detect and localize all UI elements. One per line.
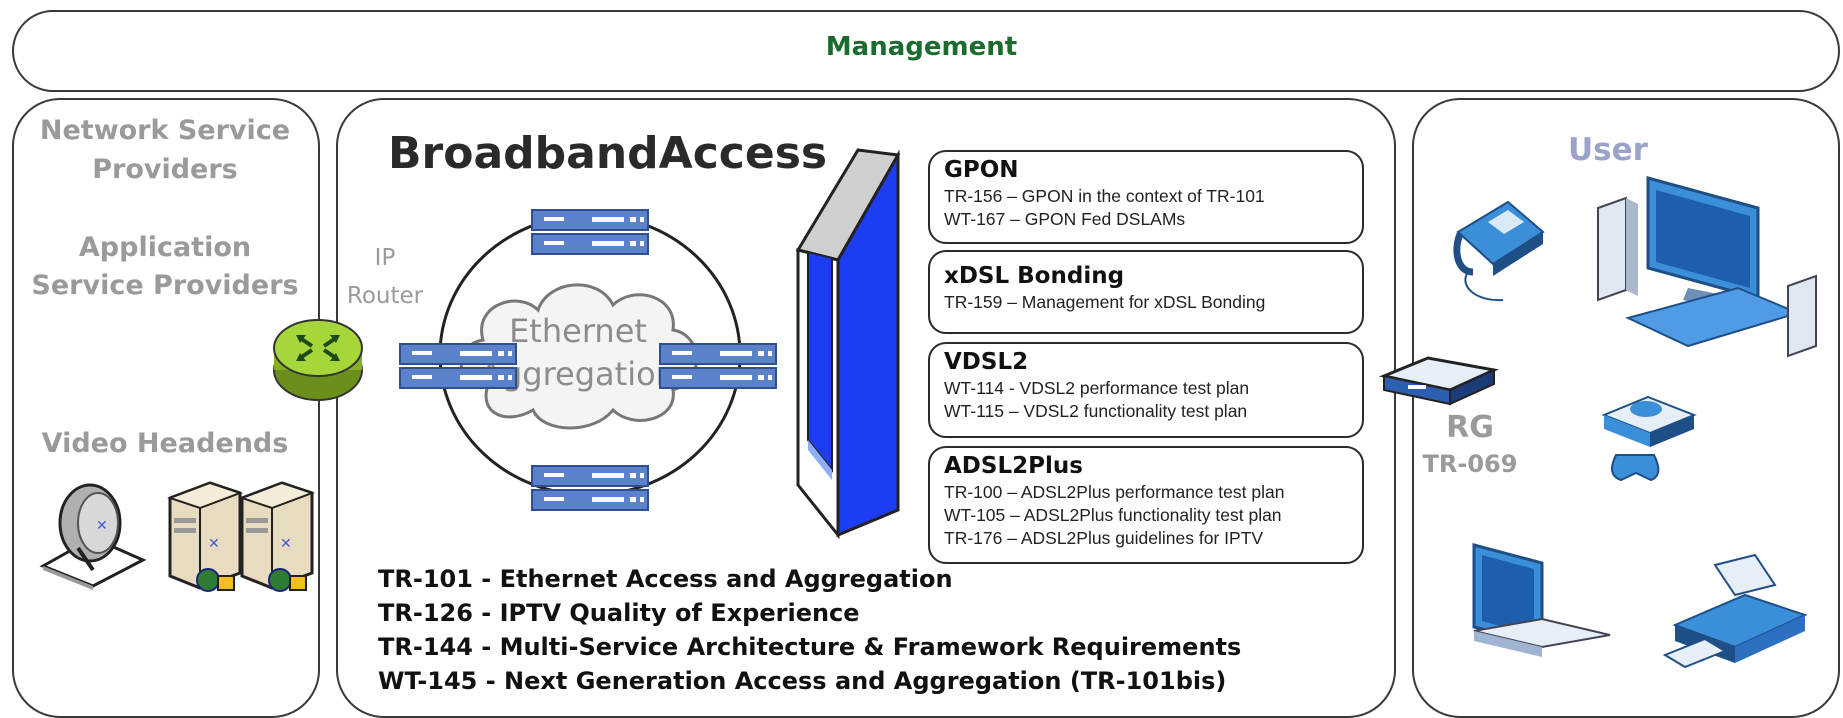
asp-label-line1: Application bbox=[78, 232, 252, 263]
gpon-heading: GPON bbox=[944, 157, 1019, 183]
gpon-line: TR-156 – GPON in the context of TR-101 bbox=[944, 186, 1265, 206]
vdsl2-heading: VDSL2 bbox=[944, 349, 1029, 375]
adsl2plus-box: ADSL2Plus TR-100 – ADSL2Plus performance… bbox=[928, 446, 1364, 564]
adsl2plus-line: TR-176 – ADSL2Plus guidelines for IPTV bbox=[944, 528, 1264, 548]
adsl2plus-line: WT-105 – ADSL2Plus functionality test pl… bbox=[944, 505, 1282, 525]
svg-text:✕: ✕ bbox=[96, 518, 108, 534]
management-bar bbox=[12, 10, 1840, 92]
printer-icon bbox=[1662, 553, 1808, 669]
switch-icon bbox=[531, 465, 649, 511]
game-console-icon bbox=[1601, 395, 1697, 482]
broadband-access-title: BroadbandAccess bbox=[388, 128, 828, 179]
spec-item: TR-101 - Ethernet Access and Aggregation bbox=[378, 565, 953, 593]
rg-standard-label: TR-069 bbox=[1422, 450, 1518, 478]
server-icon: ✕ bbox=[167, 481, 243, 592]
switch-icon bbox=[399, 343, 517, 389]
switch-icon bbox=[531, 209, 649, 255]
svg-text:✕: ✕ bbox=[208, 536, 220, 552]
xdsl-bonding-box: xDSL Bonding TR-159 – Management for xDS… bbox=[928, 250, 1364, 334]
spec-item: WT-145 - Next Generation Access and Aggr… bbox=[378, 667, 1227, 695]
cloud-icon bbox=[459, 283, 699, 430]
phone-icon bbox=[1453, 200, 1545, 302]
vdsl2-line: WT-115 – VDSL2 functionality test plan bbox=[944, 401, 1248, 421]
video-headends-label: Video Headends bbox=[41, 428, 289, 459]
dslam-icon bbox=[795, 148, 901, 540]
adsl2plus-heading: ADSL2Plus bbox=[944, 453, 1083, 479]
svg-text:✕: ✕ bbox=[280, 536, 292, 552]
satellite-dish-icon: ✕ bbox=[39, 483, 147, 590]
gpon-line: WT-167 – GPON Fed DSLAMs bbox=[944, 209, 1186, 229]
ip-router-label-line2: Router bbox=[346, 283, 424, 309]
rg-label: RG bbox=[1446, 410, 1494, 445]
desktop-icon bbox=[1597, 176, 1817, 358]
management-label: Management bbox=[825, 32, 1018, 62]
xdsl-bonding-heading: xDSL Bonding bbox=[944, 263, 1125, 289]
user-title: User bbox=[1568, 132, 1648, 168]
adsl2plus-line: TR-100 – ADSL2Plus performance test plan bbox=[944, 482, 1285, 502]
laptop-icon bbox=[1472, 543, 1611, 657]
ip-router-label-line1: IP bbox=[374, 245, 396, 271]
nsp-label-line2: Providers bbox=[92, 154, 238, 185]
xdsl-bonding-line: TR-159 – Management for xDSL Bonding bbox=[944, 292, 1266, 312]
gpon-box: GPON TR-156 – GPON in the context of TR-… bbox=[928, 150, 1364, 244]
router-icon bbox=[273, 319, 363, 401]
asp-label-line2: Service Providers bbox=[31, 270, 299, 301]
providers-panel bbox=[12, 98, 320, 718]
spec-item: TR-144 - Multi-Service Architecture & Fr… bbox=[378, 633, 1242, 661]
cloud-label-line1: Ethernet bbox=[509, 312, 647, 350]
modem-icon bbox=[1378, 356, 1499, 406]
vdsl2-box: VDSL2 WT-114 - VDSL2 performance test pl… bbox=[928, 342, 1364, 438]
spec-item: TR-126 - IPTV Quality of Experience bbox=[378, 599, 860, 627]
server-icon: ✕ bbox=[239, 481, 315, 592]
nsp-label-line1: Network Service bbox=[39, 115, 291, 146]
vdsl2-line: WT-114 - VDSL2 performance test plan bbox=[944, 378, 1250, 398]
switch-icon bbox=[659, 343, 777, 389]
